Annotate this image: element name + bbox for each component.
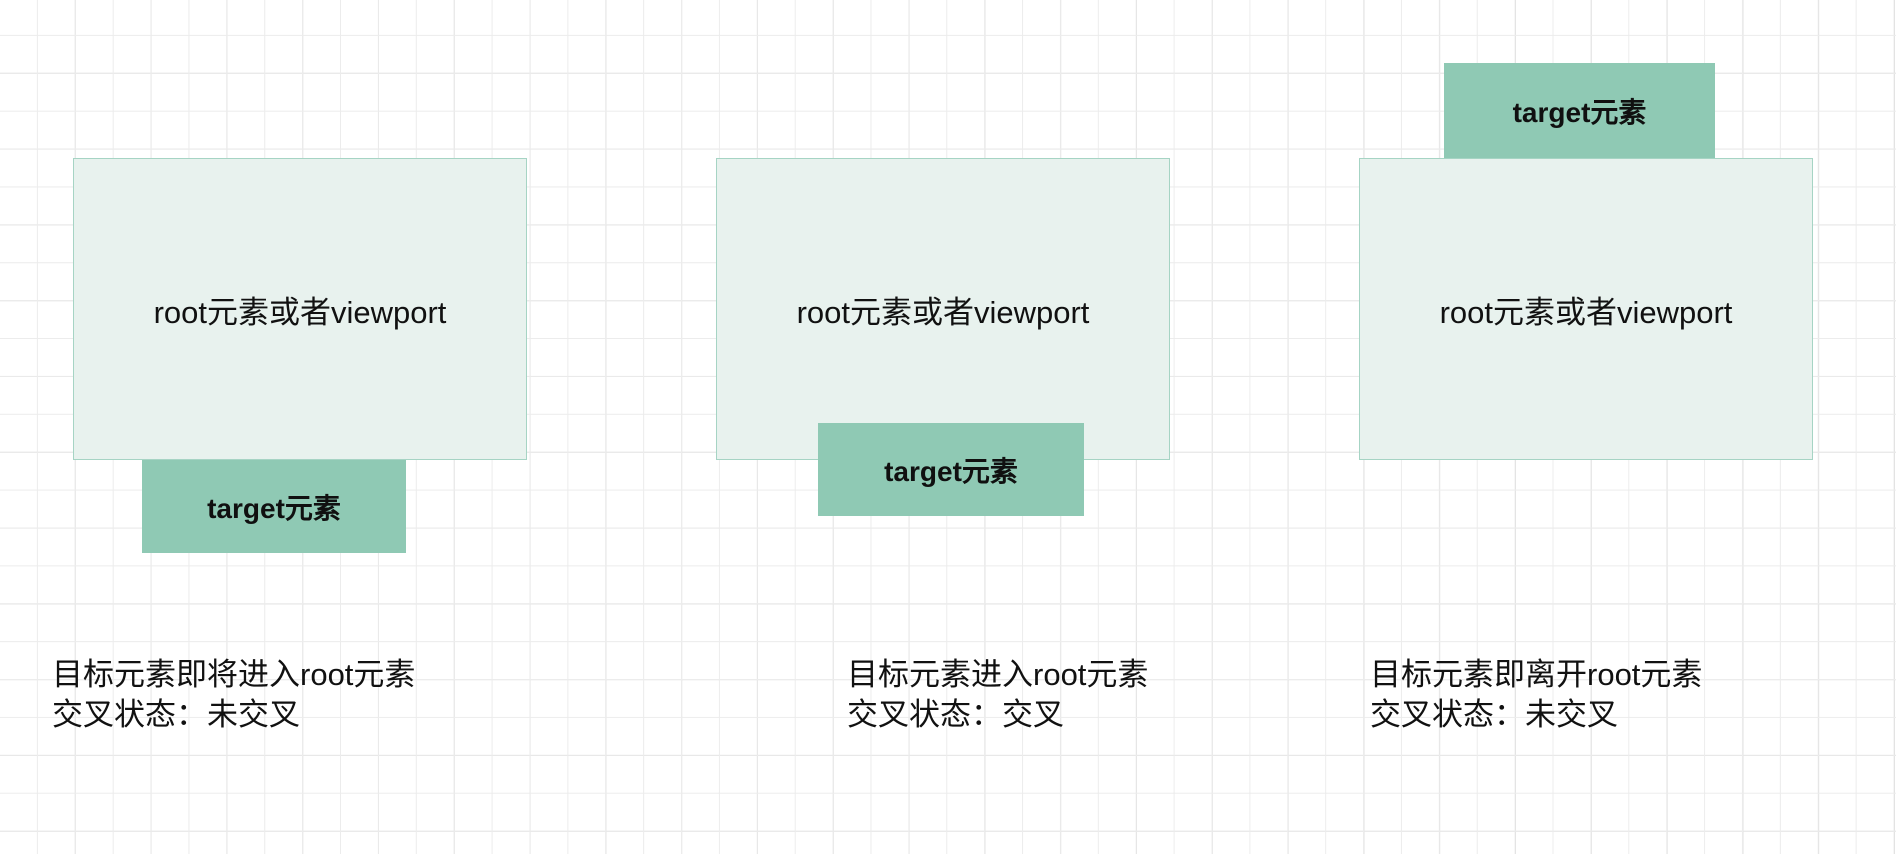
- root-box-3: root元素或者viewport: [1359, 158, 1813, 460]
- caption-2: 目标元素进入root元素 交叉状态：交叉: [847, 655, 1148, 734]
- caption-1-line-1: 目标元素即将进入root元素: [52, 657, 416, 692]
- root-box-label-2: root元素或者viewport: [796, 294, 1090, 330]
- caption-1-line-2: 交叉状态：未交叉: [52, 696, 300, 732]
- target-box-label-1: target元素: [207, 492, 341, 524]
- caption-3-line-1: 目标元素即离开root元素: [1370, 657, 1703, 692]
- caption-2-line-1: 目标元素进入root元素: [847, 657, 1149, 692]
- target-box-label-2: target元素: [884, 455, 1018, 487]
- root-box-2: root元素或者viewport: [716, 158, 1170, 460]
- root-box-1: root元素或者viewport: [73, 158, 527, 460]
- target-box-2: target元素: [818, 423, 1084, 516]
- caption-2-line-2: 交叉状态：交叉: [847, 696, 1064, 732]
- caption-3: 目标元素即离开root元素 交叉状态：未交叉: [1370, 655, 1702, 734]
- root-box-label-1: root元素或者viewport: [153, 294, 447, 330]
- caption-1: 目标元素即将进入root元素 交叉状态：未交叉: [52, 655, 415, 734]
- target-box-label-3: target元素: [1512, 96, 1647, 128]
- target-box-3: target元素: [1444, 63, 1715, 158]
- target-box-1: target元素: [142, 460, 406, 553]
- root-box-label-3: root元素或者viewport: [1439, 294, 1733, 330]
- caption-3-line-2: 交叉状态：未交叉: [1370, 696, 1618, 732]
